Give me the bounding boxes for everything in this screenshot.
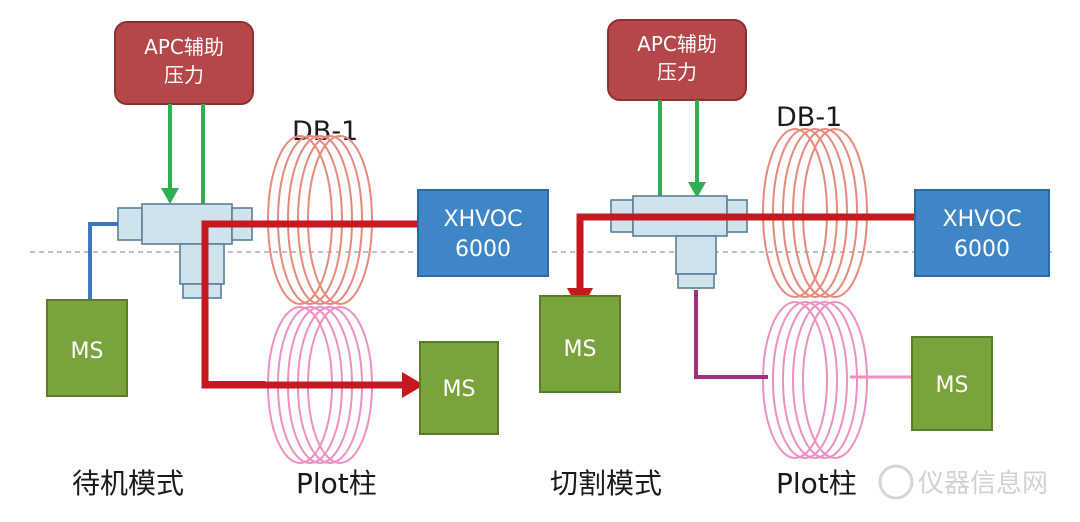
plot-column-coil-right xyxy=(762,301,868,459)
ms-label-left-b: MS xyxy=(443,377,476,402)
watermark: 仪器信息网 xyxy=(878,464,1048,500)
green-arrowhead-left xyxy=(161,188,179,204)
red-flow-path-left xyxy=(201,220,418,389)
mode-caption-right: 切割模式 xyxy=(550,467,662,500)
ms-box-left-b xyxy=(419,341,499,435)
plot-caption-left: Plot柱 xyxy=(296,467,377,500)
apc-label-line2-right: 压力 xyxy=(657,60,697,84)
magenta-line-right xyxy=(694,290,768,379)
ms-label-right-a: MS xyxy=(564,337,597,362)
ms-box-right-a xyxy=(539,295,621,393)
xhvoc-box-left xyxy=(417,189,549,277)
apc-label-line1-left: APC辅助 xyxy=(144,35,224,59)
ms-box-right-b xyxy=(911,336,993,431)
watermark-text: 仪器信息网 xyxy=(918,469,1048,499)
xhvoc-label-line2-right: 6000 xyxy=(954,237,1010,262)
apc-label-line1-right: APC辅助 xyxy=(637,32,717,56)
xhvoc-box-right xyxy=(914,189,1050,277)
db1-label-left: DB-1 xyxy=(292,116,358,147)
splitter-device-right xyxy=(610,195,748,289)
db1-label-right: DB-1 xyxy=(776,102,842,133)
db1-column-coil-right xyxy=(762,128,868,298)
red-flow-path-right xyxy=(576,213,915,290)
xhvoc-label-line2-left: 6000 xyxy=(455,237,511,262)
left-panel-standby-mode: APC辅助 压力 DB-1 xyxy=(46,21,549,500)
green-arrowhead-right xyxy=(688,182,706,198)
ms-box-left-a xyxy=(46,299,128,397)
xhvoc-label-line1-left: XHVOC xyxy=(444,207,523,232)
ms-label-left-a: MS xyxy=(71,339,104,364)
red-arrowhead-left xyxy=(402,372,424,398)
apc-label-line2-left: 压力 xyxy=(164,63,204,87)
plot-caption-right: Plot柱 xyxy=(776,467,857,500)
watermark-logo-icon xyxy=(878,464,914,500)
splitter-device-left xyxy=(117,203,253,299)
blue-line-left xyxy=(88,222,118,300)
apc-box-right xyxy=(607,19,747,101)
mode-caption-left: 待机模式 xyxy=(72,467,184,500)
right-panel-cut-mode: APC辅助 压力 DB-1 xyxy=(539,19,1050,500)
ms-label-right-b: MS xyxy=(936,373,969,398)
db1-column-coil-left xyxy=(267,135,373,305)
apc-box-left xyxy=(114,21,254,105)
xhvoc-label-line1-right: XHVOC xyxy=(943,207,1022,232)
